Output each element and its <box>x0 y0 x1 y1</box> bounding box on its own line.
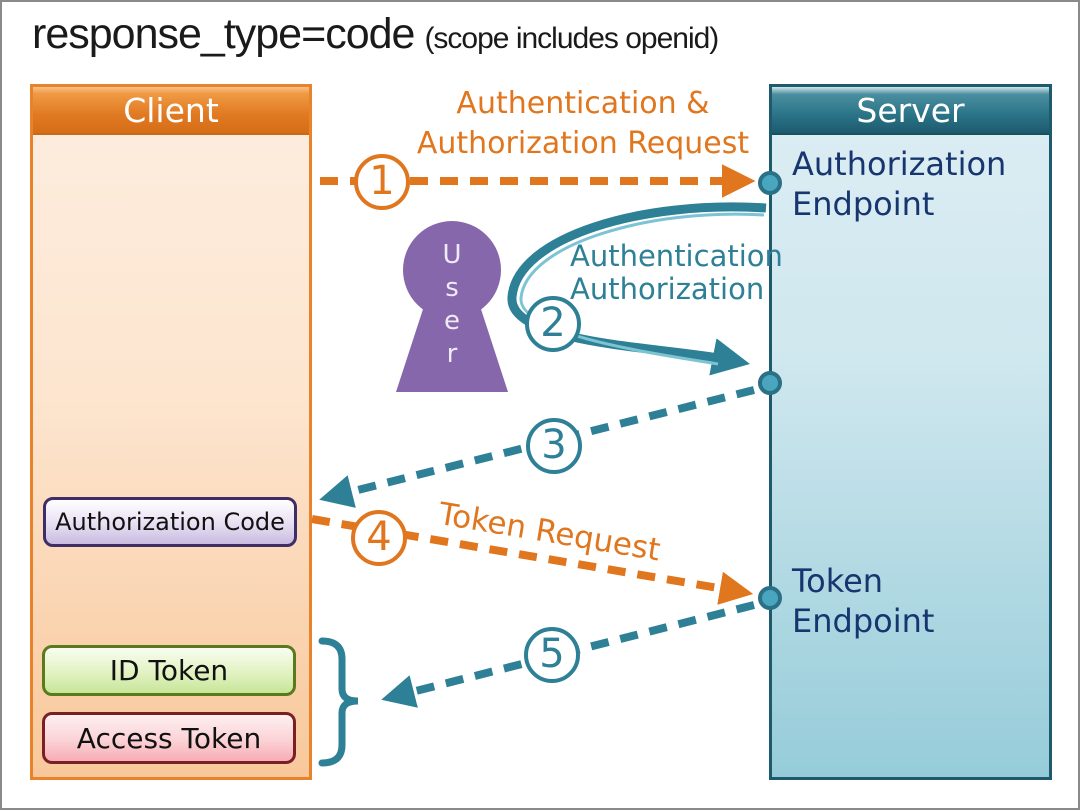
title-main: response_type=code <box>32 10 415 58</box>
user-label: U s e r <box>436 239 468 371</box>
user-letter: U <box>442 240 462 270</box>
client-header: Client <box>33 87 309 135</box>
step1-label: Authentication & Authorization Request <box>416 86 750 161</box>
server-header: Server <box>772 87 1049 135</box>
page-title: response_type=code (scope includes openid… <box>32 10 719 59</box>
tokens-brace <box>318 637 359 767</box>
step4-label: Token Request <box>436 496 663 569</box>
user-letter: e <box>444 306 460 336</box>
step5-badge: 5 <box>524 627 580 683</box>
title-suffix: (scope includes openid) <box>424 22 719 55</box>
access-token-chip: Access Token <box>42 712 296 764</box>
user-letter: r <box>446 339 458 369</box>
authorization-code-chip: Authorization Code <box>43 497 297 547</box>
server-box: Server <box>769 84 1052 780</box>
user-letter: s <box>445 273 459 303</box>
step2-label: Authentication Authorization <box>570 239 783 306</box>
authorization-endpoint-label: Authorization Endpoint <box>792 145 1007 223</box>
step3-badge: 3 <box>526 418 582 474</box>
token-endpoint-label: Token Endpoint <box>792 562 935 640</box>
id-token-chip: ID Token <box>42 645 296 696</box>
step4-badge: 4 <box>351 510 407 566</box>
step1-badge: 1 <box>354 154 410 210</box>
step2-badge: 2 <box>525 296 581 352</box>
